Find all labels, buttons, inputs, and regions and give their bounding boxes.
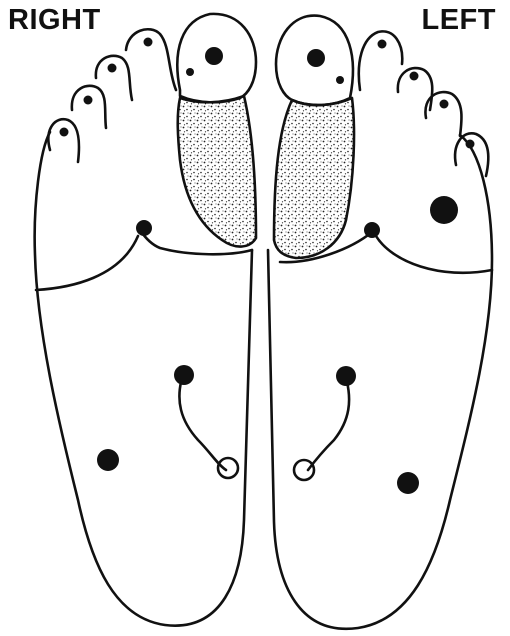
left-outer-ball-point bbox=[430, 196, 458, 224]
right-arch-stem bbox=[179, 378, 226, 470]
left-big-toe-ball bbox=[274, 98, 354, 258]
left-big-toe-point bbox=[307, 49, 325, 67]
left-fourth-toe-point bbox=[440, 100, 449, 109]
left-ball-point bbox=[364, 222, 380, 238]
left-heel-ring bbox=[294, 460, 314, 480]
left-arch-stem bbox=[308, 378, 349, 470]
right-fourth-toe-point bbox=[84, 96, 93, 105]
left-arch-point bbox=[336, 366, 356, 386]
right-heel-ring bbox=[218, 458, 238, 478]
left-second-toe-point bbox=[378, 40, 387, 49]
right-third-toe-point bbox=[108, 64, 117, 73]
left-pinky-toe bbox=[455, 133, 488, 176]
right-big-toe-ball bbox=[178, 96, 256, 247]
right-fourth-toe bbox=[72, 86, 106, 128]
right-heel-point bbox=[97, 449, 119, 471]
right-pinky-toe bbox=[48, 119, 79, 162]
right-ball-point bbox=[136, 220, 152, 236]
right-foot bbox=[35, 14, 256, 626]
right-pinky-toe-point bbox=[60, 128, 69, 137]
right-big-toe-point bbox=[205, 47, 223, 65]
left-metatarsal-line bbox=[376, 236, 492, 273]
right-second-toe-point bbox=[144, 38, 153, 47]
left-heel-point bbox=[397, 472, 419, 494]
left-pinky-toe-point bbox=[466, 140, 475, 149]
right-metatarsal-line bbox=[36, 236, 138, 290]
right-arch-point bbox=[174, 365, 194, 385]
right-second-toe bbox=[126, 29, 176, 90]
left-foot bbox=[268, 16, 492, 629]
right-big-toe-small-point bbox=[186, 68, 194, 76]
left-big-toe-small-point bbox=[336, 76, 344, 84]
left-third-toe-point bbox=[410, 72, 419, 81]
